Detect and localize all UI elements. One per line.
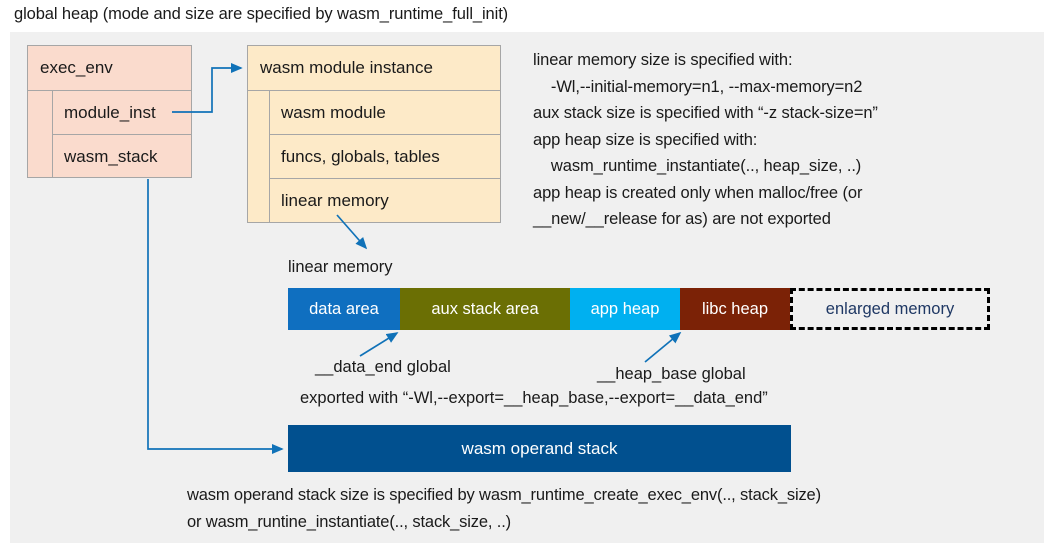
exec-env-header: exec_env [28,46,191,91]
memory-segment-aux-stack-area: aux stack area [400,288,570,330]
exec-env-box: exec_env module_inst wasm_stack [27,45,192,178]
module-instance-field-wasm-module: wasm module [270,91,500,135]
linear-memory-caption: linear memory [288,258,393,276]
memory-segment-label: aux stack area [431,299,539,318]
annotation-heap-base: __heap_base global [597,365,746,383]
memory-segment-label: enlarged memory [825,299,955,318]
linear-memory-bar: data area aux stack area app heap libc heap… [288,288,990,330]
exec-env-field-wasm-stack: wasm_stack [64,146,158,166]
module-instance-field-linear-memory: linear memory [281,190,389,210]
annotation-exported-with: exported with “-Wl,--export=__heap_base,… [300,389,768,407]
module-instance-field-funcs-globals-tables: funcs, globals, tables [270,135,500,179]
exec-env-gutter [28,91,53,178]
memory-segment-enlarged-memory: enlarged memory [790,288,990,330]
memory-segment-label: data area [309,299,379,318]
module-instance-fields: wasm module funcs, globals, tables linea… [248,91,500,222]
page-title: global heap (mode and size are specified… [14,5,509,23]
memory-segment-libc-heap: libc heap [680,288,790,330]
operand-stack-note: wasm operand stack size is specified by … [187,486,821,531]
annotation-data-end: __data_end global [315,358,451,376]
exec-env-field-module-inst: module_inst [53,91,191,135]
exec-env-fields: module_inst wasm_stack [28,91,191,178]
module-instance-gutter [248,91,270,222]
wasm-operand-stack-label: wasm operand stack [461,438,618,458]
memory-segment-data-area: data area [288,288,400,330]
module-instance-header: wasm module instance [248,46,500,91]
memory-segment-app-heap: app heap [570,288,680,330]
wasm-module-instance-box: wasm module instance wasm module funcs, … [247,45,501,223]
memory-segment-label: libc heap [701,299,769,318]
memory-segment-label: app heap [590,299,660,318]
wasm-operand-stack-box: wasm operand stack [288,425,791,472]
linear-memory-notes: linear memory size is specified with: -W… [533,51,878,228]
